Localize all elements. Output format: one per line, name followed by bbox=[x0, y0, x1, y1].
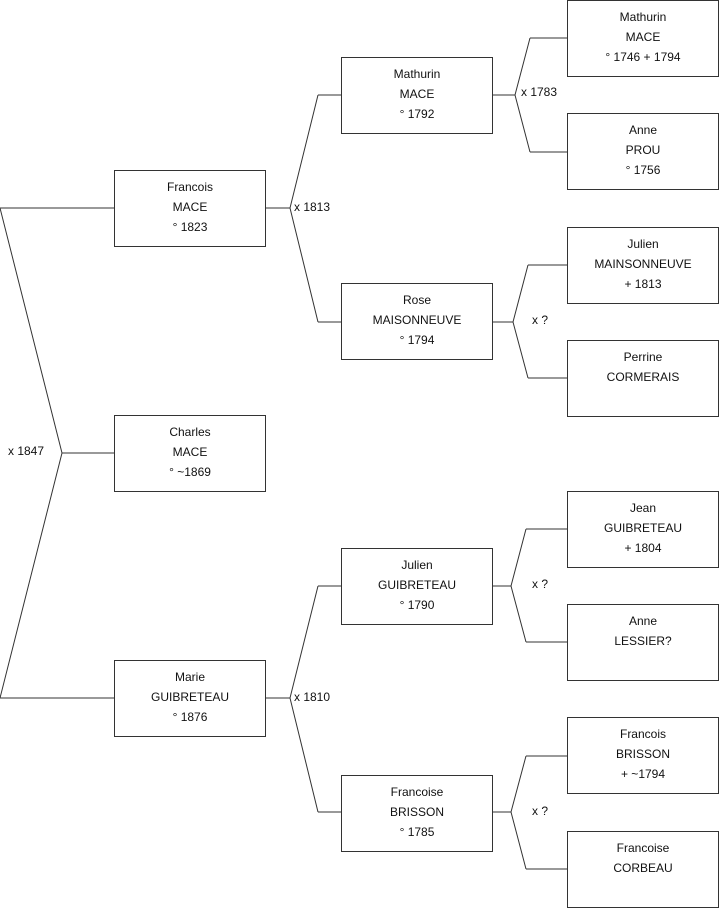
marriage-label-1810: x 1810 bbox=[294, 690, 331, 704]
person-dates: ° 1746 + 1794 bbox=[605, 50, 681, 64]
marriage-label-brisson-corbeau: x ? bbox=[532, 804, 549, 818]
person-box-francoise-corbeau: Francoise CORBEAU bbox=[567, 831, 719, 908]
person-dates: ° 1756 bbox=[625, 163, 661, 177]
connector-julien-parents bbox=[492, 528, 567, 643]
person-dates: + ~1794 bbox=[620, 767, 666, 781]
marriage-label-guibreteau-lessier: x ? bbox=[532, 577, 549, 591]
person-surname: PROU bbox=[625, 143, 661, 157]
marriage-label-1783: x 1783 bbox=[521, 85, 558, 99]
connector-rose-parents bbox=[492, 264, 567, 379]
person-surname: MAINSONNEUVE bbox=[594, 257, 692, 271]
person-first-name: Mathurin bbox=[619, 10, 667, 24]
person-first-name: Jean bbox=[629, 501, 657, 515]
person-box-julien-guibreteau: Julien GUIBRETEAU ° 1790 bbox=[341, 548, 493, 625]
person-dates: ° 1876 bbox=[172, 710, 208, 724]
person-surname: MAISONNEUVE bbox=[372, 313, 462, 327]
person-first-name: Anne bbox=[628, 614, 658, 628]
person-box-perrine-cormerais: Perrine CORMERAIS bbox=[567, 340, 719, 417]
person-box-marie-guibreteau: Marie GUIBRETEAU ° 1876 bbox=[114, 660, 266, 737]
person-dates: + 1804 bbox=[624, 541, 662, 555]
person-first-name: Julien bbox=[401, 558, 433, 572]
connector-marie-parents bbox=[265, 585, 341, 813]
person-box-julien-mainsonneuve: Julien MAINSONNEUVE + 1813 bbox=[567, 227, 719, 304]
person-box-anne-prou: Anne PROU ° 1756 bbox=[567, 113, 719, 190]
person-first-name: Anne bbox=[628, 123, 658, 137]
person-surname: BRISSON bbox=[615, 747, 670, 761]
person-box-francois-mace: Francois MACE ° 1823 bbox=[114, 170, 266, 247]
person-dates: ° 1823 bbox=[172, 220, 208, 234]
person-surname: MACE bbox=[172, 445, 208, 459]
person-box-charles-mace: Charles MACE ° ~1869 bbox=[114, 415, 266, 492]
person-first-name: Francoise bbox=[616, 841, 670, 855]
person-surname: GUIBRETEAU bbox=[377, 578, 456, 592]
person-dates: ° 1794 bbox=[399, 333, 435, 347]
person-surname: GUIBRETEAU bbox=[603, 521, 682, 535]
person-first-name: Francois bbox=[166, 180, 213, 194]
marriage-label-mainsonneuve: x ? bbox=[532, 313, 549, 327]
person-box-francoise-brisson: Francoise BRISSON ° 1785 bbox=[341, 775, 493, 852]
person-first-name: Mathurin bbox=[393, 67, 441, 81]
connector-mathurin-parents bbox=[492, 37, 567, 153]
person-box-rose-maisonneuve: Rose MAISONNEUVE ° 1794 bbox=[341, 283, 493, 360]
person-dates: + 1813 bbox=[624, 277, 662, 291]
person-surname: LESSIER? bbox=[614, 634, 672, 648]
person-first-name: Marie bbox=[174, 670, 205, 684]
person-dates: ° ~1869 bbox=[169, 465, 211, 479]
person-box-mathurin-mace-1792: Mathurin MACE ° 1792 bbox=[341, 57, 493, 134]
person-box-mathurin-mace-1746: Mathurin MACE ° 1746 + 1794 bbox=[567, 0, 719, 77]
connector-francois-parents bbox=[265, 94, 341, 323]
marriage-label-1847: x 1847 bbox=[8, 444, 45, 458]
person-surname: GUIBRETEAU bbox=[150, 690, 229, 704]
person-first-name: Francois bbox=[619, 727, 666, 741]
person-first-name: Perrine bbox=[623, 350, 663, 364]
person-surname: CORBEAU bbox=[613, 861, 673, 875]
person-box-jean-guibreteau: Jean GUIBRETEAU + 1804 bbox=[567, 491, 719, 568]
person-surname: BRISSON bbox=[389, 805, 444, 819]
person-box-anne-lessier: Anne LESSIER? bbox=[567, 604, 719, 681]
person-first-name: Francoise bbox=[390, 785, 444, 799]
person-surname: CORMERAIS bbox=[606, 370, 680, 384]
person-surname: MACE bbox=[625, 30, 661, 44]
connector-francoise-parents bbox=[492, 755, 567, 870]
person-first-name: Rose bbox=[402, 293, 431, 307]
person-box-francois-brisson: Francois BRISSON + ~1794 bbox=[567, 717, 719, 794]
person-dates: ° 1785 bbox=[399, 825, 435, 839]
person-surname: MACE bbox=[399, 87, 435, 101]
person-first-name: Charles bbox=[169, 425, 211, 439]
person-surname: MACE bbox=[172, 200, 208, 214]
person-dates: ° 1790 bbox=[399, 598, 435, 612]
person-dates: ° 1792 bbox=[399, 107, 435, 121]
marriage-label-1813: x 1813 bbox=[294, 200, 331, 214]
person-first-name: Julien bbox=[627, 237, 659, 251]
